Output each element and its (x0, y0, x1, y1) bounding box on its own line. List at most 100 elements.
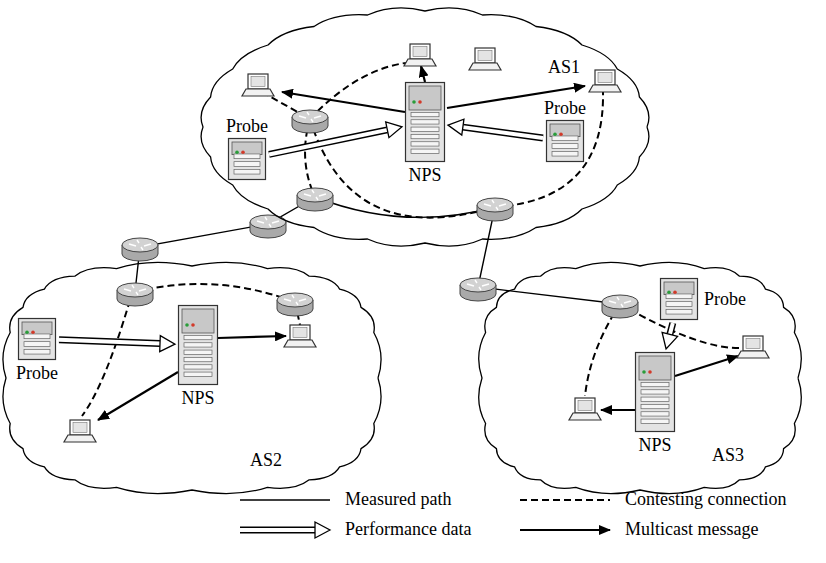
laptop-keyboard (242, 89, 274, 96)
server-led (25, 331, 29, 335)
hollow-arrow-outline (670, 323, 673, 334)
router-mark (141, 247, 143, 250)
router-top (250, 215, 286, 229)
server-drive-slot (24, 349, 50, 354)
nps-server: NPS (635, 352, 675, 432)
cloud-border (201, 8, 649, 246)
laptop-screen (575, 398, 595, 413)
server-icon (18, 318, 56, 360)
server-drive-slot (184, 365, 212, 369)
server-front-panel (409, 86, 441, 110)
router-mark (609, 301, 616, 303)
server-led (642, 370, 646, 374)
server-icon (546, 120, 584, 162)
server-drive-slot (184, 357, 212, 361)
server-case (547, 121, 584, 162)
server-icon (178, 305, 218, 385)
server-case (179, 306, 218, 385)
router-top (297, 188, 333, 202)
server-led (673, 291, 677, 295)
hollow-arrow-outline (269, 130, 387, 155)
legend-label: Measured path (345, 489, 451, 509)
server-led (667, 291, 671, 295)
server-drive-slot (184, 335, 212, 339)
hollow-arrow-core (269, 130, 387, 155)
router-mark (479, 287, 481, 290)
server-led (241, 151, 245, 155)
laptop-display (413, 47, 427, 57)
performance-data-arrow (448, 119, 543, 138)
probe-server: Probe (18, 318, 56, 360)
server-drive-slot (411, 112, 439, 116)
server-drive-slot (411, 149, 439, 153)
server-label: NPS (408, 165, 441, 185)
server-drive-slot (24, 334, 50, 339)
performance-data-arrow (59, 336, 175, 352)
server-drive-slot (234, 154, 260, 159)
router-mark (269, 224, 271, 227)
laptop-screen (595, 70, 615, 85)
server-front-panel (664, 282, 694, 295)
router-top (117, 283, 153, 297)
server-case (19, 319, 56, 360)
laptop-icon (589, 70, 621, 92)
server-led (235, 151, 239, 155)
router-icon (122, 238, 158, 261)
server-front-panel (182, 309, 214, 333)
laptop-icon (242, 74, 274, 96)
router-mark (299, 299, 306, 301)
router-mark (304, 194, 311, 196)
server-icon (228, 138, 266, 180)
as-label: AS2 (250, 450, 282, 470)
server-front-panel (22, 322, 52, 335)
legend-dashed-line (520, 499, 610, 501)
server-front-panel (232, 142, 262, 155)
hollow-arrow-core (463, 127, 543, 138)
router-mark (284, 299, 291, 301)
hollow-arrow-outline (59, 340, 160, 344)
server-icon (660, 278, 698, 320)
contesting-connection (82, 300, 130, 416)
router-mark (257, 221, 264, 223)
laptop-display (293, 328, 307, 338)
hollow-arrow-head (160, 336, 175, 352)
router-mark (482, 284, 489, 286)
server-led (191, 323, 195, 327)
router-mark (307, 112, 309, 115)
measured-path (315, 197, 495, 217)
server-drive-slot (666, 294, 692, 299)
server-label: Probe (226, 116, 268, 136)
legend-filled-arrow (520, 529, 610, 531)
router-mark (144, 244, 151, 246)
router-mark (475, 280, 477, 283)
probe-server: Probe (546, 120, 584, 162)
router-icon (117, 283, 153, 306)
router-top (292, 110, 328, 124)
legend-hollow-arrow (240, 522, 330, 538)
as-cloud: AS3ProbeNPS (470, 254, 810, 502)
server-drive-slot (411, 127, 439, 131)
laptop-icon (469, 48, 501, 70)
laptop-screen (248, 74, 268, 89)
router-mark (296, 302, 298, 305)
server-drive-slot (552, 151, 578, 156)
laptop-icon (737, 336, 769, 358)
contesting-connection (495, 92, 603, 207)
laptop-display (746, 339, 760, 349)
server-drive-slot (234, 162, 260, 167)
server-led (553, 133, 557, 137)
router-mark (621, 304, 623, 307)
router-icon (477, 198, 513, 221)
hollow-arrow-head (662, 332, 677, 349)
router-mark (319, 194, 326, 196)
performance-data-arrow (269, 122, 402, 154)
router-icon (292, 110, 328, 133)
multicast-arrow (282, 92, 405, 112)
server-drive-slot (411, 142, 439, 146)
laptop-keyboard (404, 59, 436, 66)
as-label: AS3 (712, 445, 744, 465)
router-icon (297, 188, 333, 211)
router-top (460, 278, 496, 292)
